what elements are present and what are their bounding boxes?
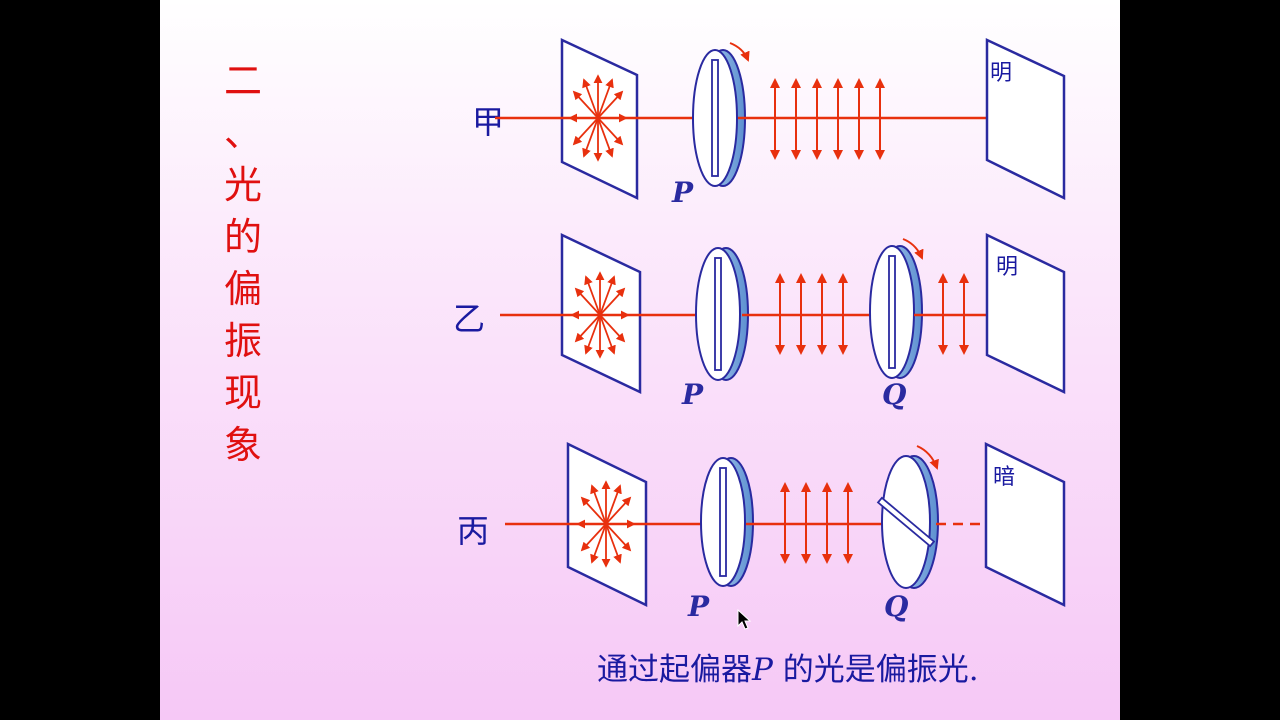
- polarizer-p: [695, 247, 749, 381]
- row-label: 乙: [453, 300, 485, 338]
- row-jia: 甲: [472, 38, 1066, 209]
- analyzer-label: Q: [884, 590, 908, 623]
- natural-light-star: [576, 480, 636, 568]
- row-yi: 乙 P: [453, 233, 1066, 411]
- screen-label: 明: [990, 61, 1012, 86]
- mouse-cursor-icon: [737, 608, 752, 630]
- row-bing: 丙 P: [457, 442, 1066, 623]
- analyzer-q: [869, 245, 923, 379]
- title-char: 现: [223, 371, 262, 415]
- polarized-light-arrows: [938, 273, 969, 355]
- observation-screen: [985, 233, 1066, 394]
- title-char: 、: [223, 111, 262, 155]
- polarizer-p: [692, 49, 746, 187]
- polarized-light-arrows: [775, 273, 848, 355]
- caption: 通过起偏器P 的光是偏振光.: [597, 644, 979, 689]
- row-label: 丙: [457, 512, 489, 550]
- title-char: 象: [223, 423, 262, 467]
- title-char: 偏: [223, 267, 262, 311]
- observation-screen: [985, 38, 1066, 201]
- rotate-arrow-icon: [902, 238, 924, 260]
- caption-text: 通过起偏器: [597, 652, 752, 688]
- polarizer-label: P: [671, 176, 694, 209]
- observation-screen: [984, 442, 1066, 607]
- polarizer-p: [700, 457, 754, 587]
- analyzer-label: Q: [882, 378, 906, 411]
- title-char: 光: [223, 163, 262, 207]
- polarization-diagram: 甲: [453, 38, 1066, 630]
- rotate-arrow-icon: [729, 42, 750, 62]
- title-char: 二: [223, 59, 262, 103]
- slide: 二 、 光 的 偏 振 现 象 甲: [160, 0, 1120, 720]
- polarizer-label: P: [687, 590, 710, 623]
- rotate-arrow-icon: [916, 445, 939, 470]
- polarized-light-arrows: [780, 482, 853, 564]
- section-title: 二 、 光 的 偏 振 现 象: [218, 55, 268, 471]
- analyzer-q: [876, 455, 939, 589]
- screen-label: 暗: [993, 465, 1015, 490]
- polarized-light-arrows: [770, 78, 885, 160]
- polarizer-label: P: [681, 378, 704, 411]
- screen-label: 明: [996, 255, 1018, 280]
- caption-text: 的光是偏振光.: [772, 652, 979, 688]
- row-label: 甲: [472, 103, 504, 141]
- caption-symbol: P: [752, 652, 773, 688]
- title-char: 振: [223, 319, 262, 363]
- title-char: 的: [223, 215, 262, 259]
